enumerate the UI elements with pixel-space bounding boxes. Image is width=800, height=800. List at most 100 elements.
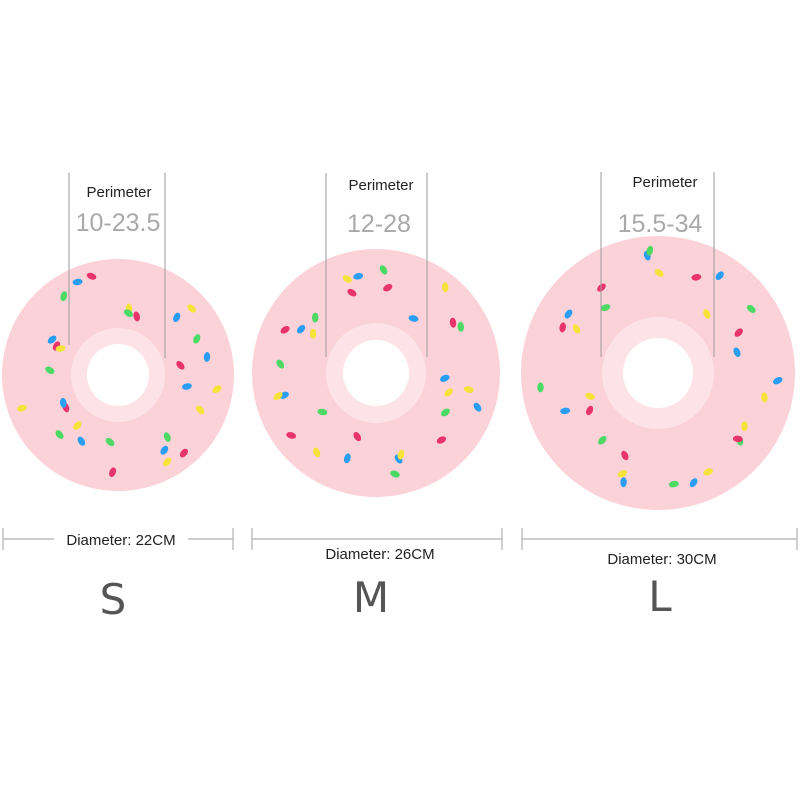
sprinkle xyxy=(734,328,743,337)
sprinkle xyxy=(181,383,192,390)
sprinkle xyxy=(123,309,133,318)
sprinkle xyxy=(746,304,756,313)
perimeter-range-m: 12-28 xyxy=(347,210,411,238)
sprinkle xyxy=(715,271,724,280)
sprinkle xyxy=(163,432,171,442)
sprinkle xyxy=(353,272,364,280)
sprinkle xyxy=(179,448,188,458)
sprinkle xyxy=(86,272,97,280)
sprinkle xyxy=(440,374,450,382)
sprinkle xyxy=(564,309,573,319)
sprinkle xyxy=(276,359,285,369)
sprinkle xyxy=(457,321,465,332)
sprinkle xyxy=(379,265,388,275)
sprinkle xyxy=(212,385,222,393)
sprinkle xyxy=(436,436,447,444)
sprinkle xyxy=(163,457,172,467)
sprinkle xyxy=(668,480,679,488)
sprinkle xyxy=(133,311,141,322)
donut-hole-l xyxy=(623,338,693,408)
sprinkle xyxy=(60,291,68,302)
perimeter-range-l: 15.5-34 xyxy=(618,210,703,238)
sprinkle xyxy=(73,421,82,430)
sprinkle xyxy=(309,328,317,339)
sprinkle xyxy=(560,407,571,415)
sprinkle xyxy=(463,386,474,393)
sprinkle xyxy=(60,397,67,408)
sprinkle xyxy=(45,366,55,375)
sprinkle xyxy=(537,382,544,393)
sprinkle xyxy=(733,347,741,357)
diameter-label-l: Diameter: 30CM xyxy=(607,551,716,568)
sprinkle xyxy=(397,449,405,460)
sprinkle xyxy=(572,324,581,334)
diameter-label-m: Diameter: 26CM xyxy=(325,546,434,563)
perimeter-label-l: Perimeter xyxy=(632,174,697,191)
sprinkle xyxy=(286,432,297,439)
sprinkle xyxy=(55,345,66,352)
sprinkle xyxy=(311,312,319,323)
size-letter-m: M xyxy=(353,573,389,622)
sprinkle xyxy=(654,269,664,277)
sprinkle xyxy=(196,405,205,415)
sprinkle xyxy=(160,445,169,455)
sprinkle xyxy=(72,278,83,286)
perimeter-range-s: 10-23.5 xyxy=(76,209,161,237)
perimeter-label-m: Perimeter xyxy=(348,177,413,194)
sprinkle xyxy=(586,405,594,416)
sprinkle xyxy=(761,392,768,403)
sprinkle xyxy=(47,335,57,344)
perimeter-label-s: Perimeter xyxy=(86,184,151,201)
sprinkle xyxy=(203,352,211,362)
sprinkle xyxy=(617,469,628,478)
sprinkle xyxy=(741,421,748,432)
sprinkle xyxy=(449,317,457,328)
sprinkle xyxy=(732,435,743,443)
sprinkle xyxy=(77,436,86,446)
sprinkle xyxy=(313,447,321,458)
sprinkle xyxy=(444,388,453,397)
sprinkle xyxy=(280,325,290,334)
diameter-label-bg-l xyxy=(594,549,730,569)
sprinkle xyxy=(176,361,185,370)
sprinkle xyxy=(600,304,611,312)
sprinkle xyxy=(408,315,419,322)
sprinkle xyxy=(353,432,362,442)
sprinkle xyxy=(689,478,698,488)
sprinkles-s xyxy=(17,272,222,477)
sprinkle xyxy=(109,467,117,477)
sprinkle xyxy=(187,304,196,313)
diameter-label-bg-s xyxy=(54,530,188,548)
sprinkle xyxy=(390,470,400,478)
sprinkle xyxy=(441,282,449,293)
sprinkle xyxy=(342,275,352,283)
sprinkle xyxy=(703,309,711,319)
sprinkle xyxy=(193,334,201,344)
sprinkle xyxy=(773,377,783,385)
size-l-group: Perimeter 15.5-34 Diameter: 30CM L xyxy=(521,172,798,621)
sprinkles-m xyxy=(273,265,482,478)
sprinkle xyxy=(17,404,27,412)
size-s-group: Perimeter 10-23.5 Diameter: 22CM S xyxy=(2,173,234,624)
sprinkle xyxy=(441,408,450,417)
sprinkle xyxy=(296,324,306,334)
sprinkle xyxy=(173,312,181,323)
donut-hole-m xyxy=(343,340,409,406)
sprinkle xyxy=(691,274,702,281)
sprinkle xyxy=(559,322,566,333)
diameter-label-s: Diameter: 22CM xyxy=(66,532,175,549)
sprinkle xyxy=(317,408,328,416)
sprinkle xyxy=(703,468,713,476)
sprinkle xyxy=(273,392,283,401)
size-m-group: Perimeter 12-28 Diameter: 26CM M xyxy=(251,173,503,622)
sprinkle xyxy=(646,245,654,256)
sprinkle xyxy=(343,453,351,464)
sprinkle xyxy=(473,402,482,412)
size-letter-l: L xyxy=(648,572,672,621)
sprinkle xyxy=(347,288,357,297)
sprinkles-l xyxy=(537,245,783,488)
size-letter-s: S xyxy=(100,575,127,624)
sprinkle xyxy=(55,430,64,439)
sprinkle xyxy=(598,436,607,445)
